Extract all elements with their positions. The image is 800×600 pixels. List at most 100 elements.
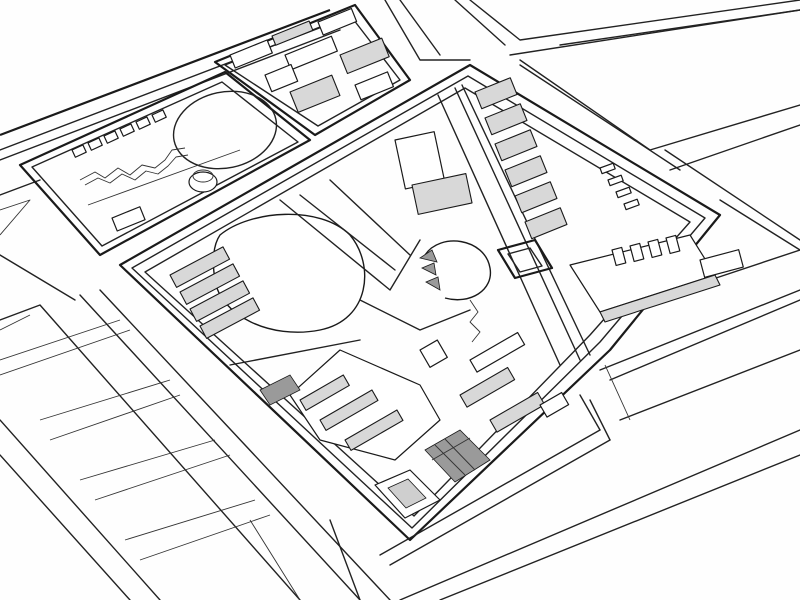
building <box>103 130 119 144</box>
building-bay <box>647 238 663 259</box>
road-edge <box>0 419 161 600</box>
block-inner-outline <box>31 81 299 247</box>
road-edge <box>399 0 441 56</box>
dormitory <box>169 246 231 288</box>
road-edge <box>519 64 681 171</box>
road-edge <box>389 439 611 566</box>
wing <box>344 409 404 451</box>
wing <box>299 374 350 411</box>
plaza-edge <box>279 199 421 291</box>
road-edge <box>99 289 391 600</box>
road-edge <box>329 519 361 600</box>
amphitheater-ring <box>424 240 492 301</box>
building <box>419 339 448 368</box>
building <box>489 391 546 433</box>
teaching-building <box>524 207 568 240</box>
hatched-grid-block <box>424 429 491 483</box>
building-bay <box>629 242 645 263</box>
plaza-edge <box>229 339 361 366</box>
southern-pavilion <box>374 469 441 519</box>
road-edge <box>249 519 301 600</box>
amphitheater-steps <box>425 276 441 291</box>
building <box>317 7 358 36</box>
road-edge <box>379 429 601 556</box>
north-block <box>213 3 412 137</box>
stair-block <box>259 374 301 406</box>
annex-building <box>699 249 744 278</box>
building <box>151 109 167 123</box>
building <box>289 74 341 113</box>
building-bay <box>611 246 627 267</box>
central-square-inner <box>507 247 543 273</box>
south-central-buildings <box>459 331 570 433</box>
street-edge <box>0 314 31 331</box>
street-edge <box>0 319 121 361</box>
teaching-building <box>474 77 518 110</box>
plaza-edge <box>359 299 471 331</box>
grid-line <box>434 444 466 476</box>
street-edge <box>124 499 256 541</box>
plaza-edge <box>299 194 396 271</box>
building <box>119 123 135 137</box>
building <box>339 37 390 75</box>
northwest-buildings <box>71 109 167 158</box>
building <box>271 20 314 46</box>
hall-building-side <box>599 274 721 323</box>
northwest-block <box>18 70 312 257</box>
central-boulevard-edge <box>461 84 591 356</box>
street-edge <box>79 439 216 481</box>
east-teaching-row <box>474 77 568 240</box>
library-building <box>411 173 473 215</box>
teaching-building <box>484 103 528 136</box>
road-edge <box>454 0 506 46</box>
road-edge <box>0 454 131 600</box>
building <box>354 71 395 101</box>
west-dorm-cluster <box>169 246 261 339</box>
amphitheater <box>419 240 492 301</box>
building <box>459 366 516 408</box>
dormitory <box>179 263 241 305</box>
zigzag-path <box>469 299 481 343</box>
building <box>229 39 273 69</box>
street-edge <box>94 454 231 501</box>
central-square <box>496 238 554 280</box>
road-edge <box>604 364 631 421</box>
dome-top <box>192 169 214 183</box>
building <box>469 331 526 373</box>
teaching-building <box>494 129 538 162</box>
amphitheater-steps <box>419 249 438 263</box>
teaching-building <box>504 155 548 188</box>
road-edge <box>399 429 800 600</box>
northeast-row <box>599 162 640 211</box>
road-edge <box>589 399 611 441</box>
block-edge <box>519 59 800 151</box>
building <box>539 391 570 418</box>
street-edge <box>0 199 31 236</box>
pavilion-roof <box>387 478 427 509</box>
grid-line <box>431 437 471 461</box>
road-edge <box>0 179 41 196</box>
road-edge <box>709 249 800 281</box>
internal-path <box>87 149 241 206</box>
road-edge <box>0 8 331 137</box>
street-edge <box>49 394 181 441</box>
sports-field-oval <box>172 90 278 170</box>
block-edge <box>669 124 800 171</box>
central-boulevard-edge <box>437 94 561 366</box>
road-edge <box>619 349 800 421</box>
plaza-edge <box>329 179 411 256</box>
road-edge <box>609 299 800 381</box>
grid-line <box>444 438 476 471</box>
amphitheater-steps <box>421 262 437 276</box>
central-campus-block <box>118 63 744 542</box>
block-edge <box>664 149 800 241</box>
wing <box>319 389 379 431</box>
meandering-path <box>79 147 186 181</box>
street-edge <box>139 514 271 561</box>
teaching-building <box>514 181 558 214</box>
street-edge <box>0 329 131 376</box>
southwest-complex <box>259 339 448 461</box>
building <box>264 63 299 93</box>
